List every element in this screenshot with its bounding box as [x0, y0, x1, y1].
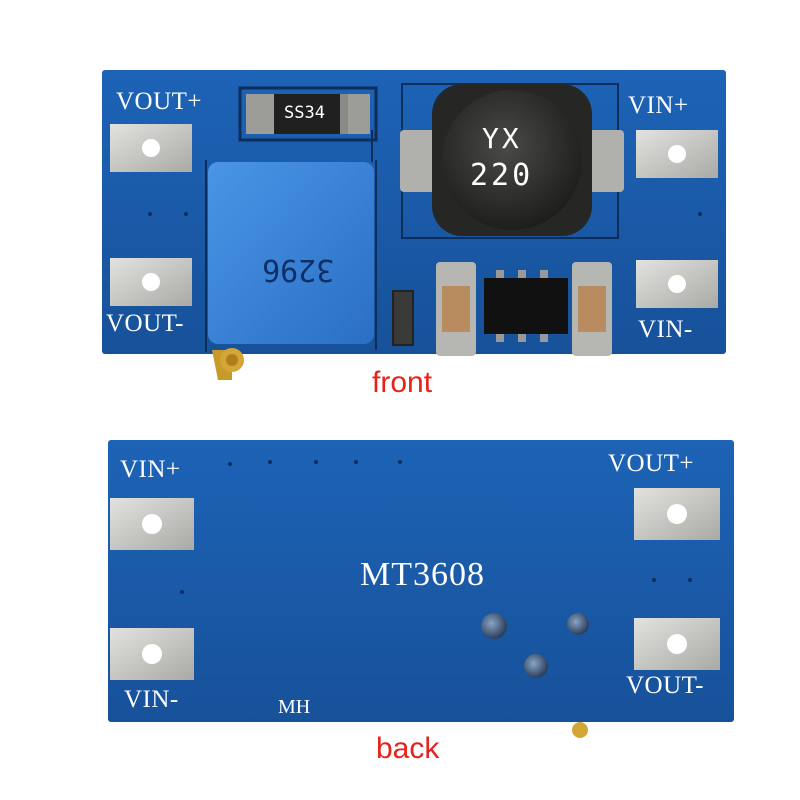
- back-label-vout-minus: VOUT-: [626, 672, 704, 699]
- via: [567, 613, 589, 635]
- label-vin-minus: VIN-: [638, 316, 693, 343]
- back-pad-vin-minus: [110, 628, 194, 680]
- pad-vin-minus: [636, 260, 718, 308]
- label-vout-minus: VOUT-: [106, 310, 184, 337]
- caption-back: back: [376, 732, 440, 765]
- back-pcb: [108, 440, 734, 722]
- back-pad-vout-plus: [634, 488, 720, 540]
- diode-ss34: [246, 94, 370, 134]
- trimmer-potentiometer: [208, 162, 374, 380]
- pot-marking: 3296: [262, 252, 335, 287]
- inductor-yx220: [400, 84, 624, 236]
- diode-outline: [238, 86, 378, 142]
- diode-marking: SS34: [284, 103, 325, 123]
- back-pad-vout-minus: [634, 618, 720, 670]
- back-board: [108, 440, 734, 738]
- back-label-vout-plus: VOUT+: [608, 450, 695, 477]
- caption-front: front: [372, 366, 433, 399]
- back-label-vin-minus: VIN-: [124, 686, 179, 713]
- board-mark-mh: MH: [278, 696, 311, 718]
- capacitor-right: [572, 262, 612, 356]
- back-label-vin-plus: VIN+: [120, 456, 181, 483]
- pad-vout-plus: [110, 124, 192, 172]
- back-pad-vin-plus: [110, 498, 194, 550]
- trimmer-pin: [572, 722, 588, 738]
- board-title-mt3608: MT3608: [360, 556, 485, 593]
- ic-mt3608: [484, 270, 568, 342]
- pot-outline: [205, 160, 377, 352]
- label-vout-plus: VOUT+: [116, 88, 203, 115]
- pad-vout-minus: [110, 258, 192, 306]
- resistor-222: [392, 290, 414, 346]
- front-board: [102, 70, 726, 380]
- inductor-marking-line1: YX: [482, 122, 522, 155]
- via: [524, 654, 548, 678]
- capacitor-left: [436, 262, 476, 356]
- via: [481, 613, 507, 639]
- inductor-marking-line2: 220: [470, 158, 534, 193]
- label-vin-plus: VIN+: [628, 92, 689, 119]
- pad-vin-plus: [636, 130, 718, 178]
